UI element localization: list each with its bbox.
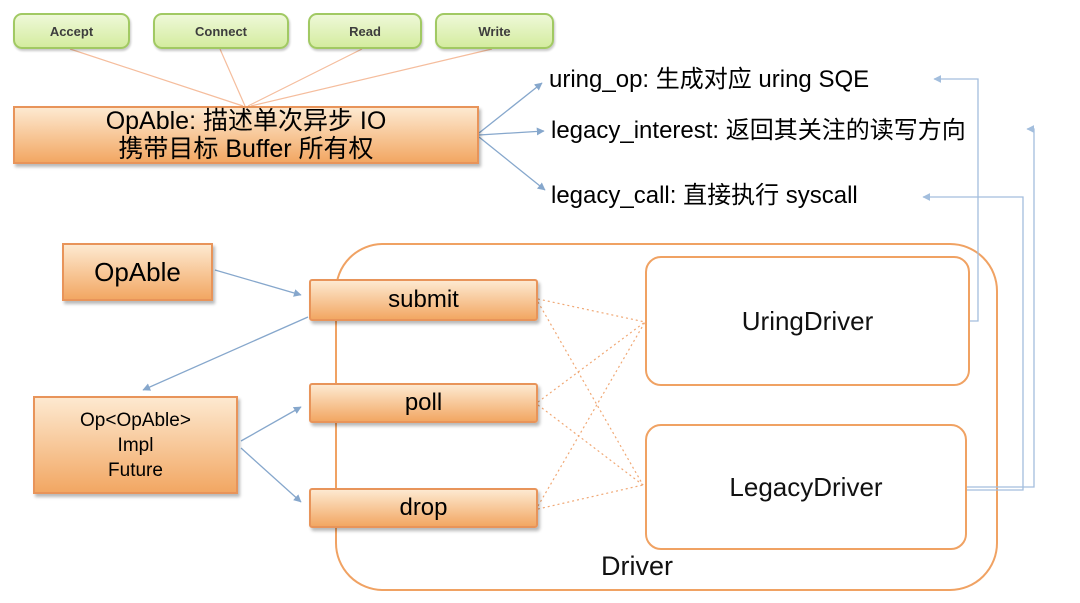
arrow-opable-to-legacy-call [478, 136, 546, 191]
op-box-read: Read [308, 13, 422, 49]
op-box-accept-label: Accept [49, 23, 94, 39]
opable-description-line1: OpAble: 描述单次异步 IO [105, 107, 387, 135]
opable-description-box: OpAble: 描述单次异步 IO 携带目标 Buffer 所有权 [13, 106, 479, 164]
line-connect-to-opable [219, 48, 246, 107]
arrow-opable-to-submit [214, 269, 302, 297]
driver-container-label: Driver [601, 551, 673, 581]
line-accept-to-opable [69, 48, 244, 107]
method-box-drop: drop [309, 488, 538, 528]
arrow-submit-to-op-impl [142, 316, 309, 391]
op-impl-line3: Future [108, 459, 163, 481]
arrow-op-impl-to-poll [240, 406, 302, 442]
op-box-connect-label: Connect [195, 23, 247, 39]
uring-driver-label: UringDriver [741, 305, 874, 336]
op-impl-line2: Impl [117, 434, 154, 456]
method-submit-label: submit [388, 286, 459, 313]
opable-box: OpAble [62, 243, 213, 301]
op-box-write-label: Write [478, 23, 511, 39]
op-box-accept: Accept [13, 13, 130, 49]
uring-driver-box: UringDriver [645, 256, 970, 386]
op-box-write: Write [435, 13, 554, 49]
line-read-to-opable [247, 48, 363, 107]
legacy-driver-label: LegacyDriver [729, 471, 883, 502]
arrow-opable-to-legacy-interest [478, 127, 545, 136]
method-drop-label: drop [399, 494, 448, 521]
method-box-submit: submit [309, 279, 538, 321]
arrow-opable-to-uring-op [478, 82, 543, 134]
annotation-legacy-call: legacy_call: 直接执行 syscall [551, 182, 858, 209]
op-box-read-label: Read [349, 23, 381, 39]
line-write-to-opable [250, 48, 493, 107]
op-box-connect: Connect [153, 13, 289, 49]
annotation-uring-op: uring_op: 生成对应 uring SQE [549, 66, 870, 93]
op-impl-line1: Op<OpAble> [80, 409, 191, 431]
op-impl-future-box: Op<OpAble> Impl Future [33, 396, 238, 494]
annotation-legacy-interest: legacy_interest: 返回其关注的读写方向 [551, 117, 966, 144]
arrow-op-impl-to-drop [240, 447, 302, 503]
opable-box-label: OpAble [94, 256, 181, 287]
legacy-driver-box: LegacyDriver [645, 424, 967, 550]
method-poll-label: poll [404, 389, 443, 416]
method-box-poll: poll [309, 383, 538, 423]
opable-description-line2: 携带目标 Buffer 所有权 [118, 135, 374, 163]
